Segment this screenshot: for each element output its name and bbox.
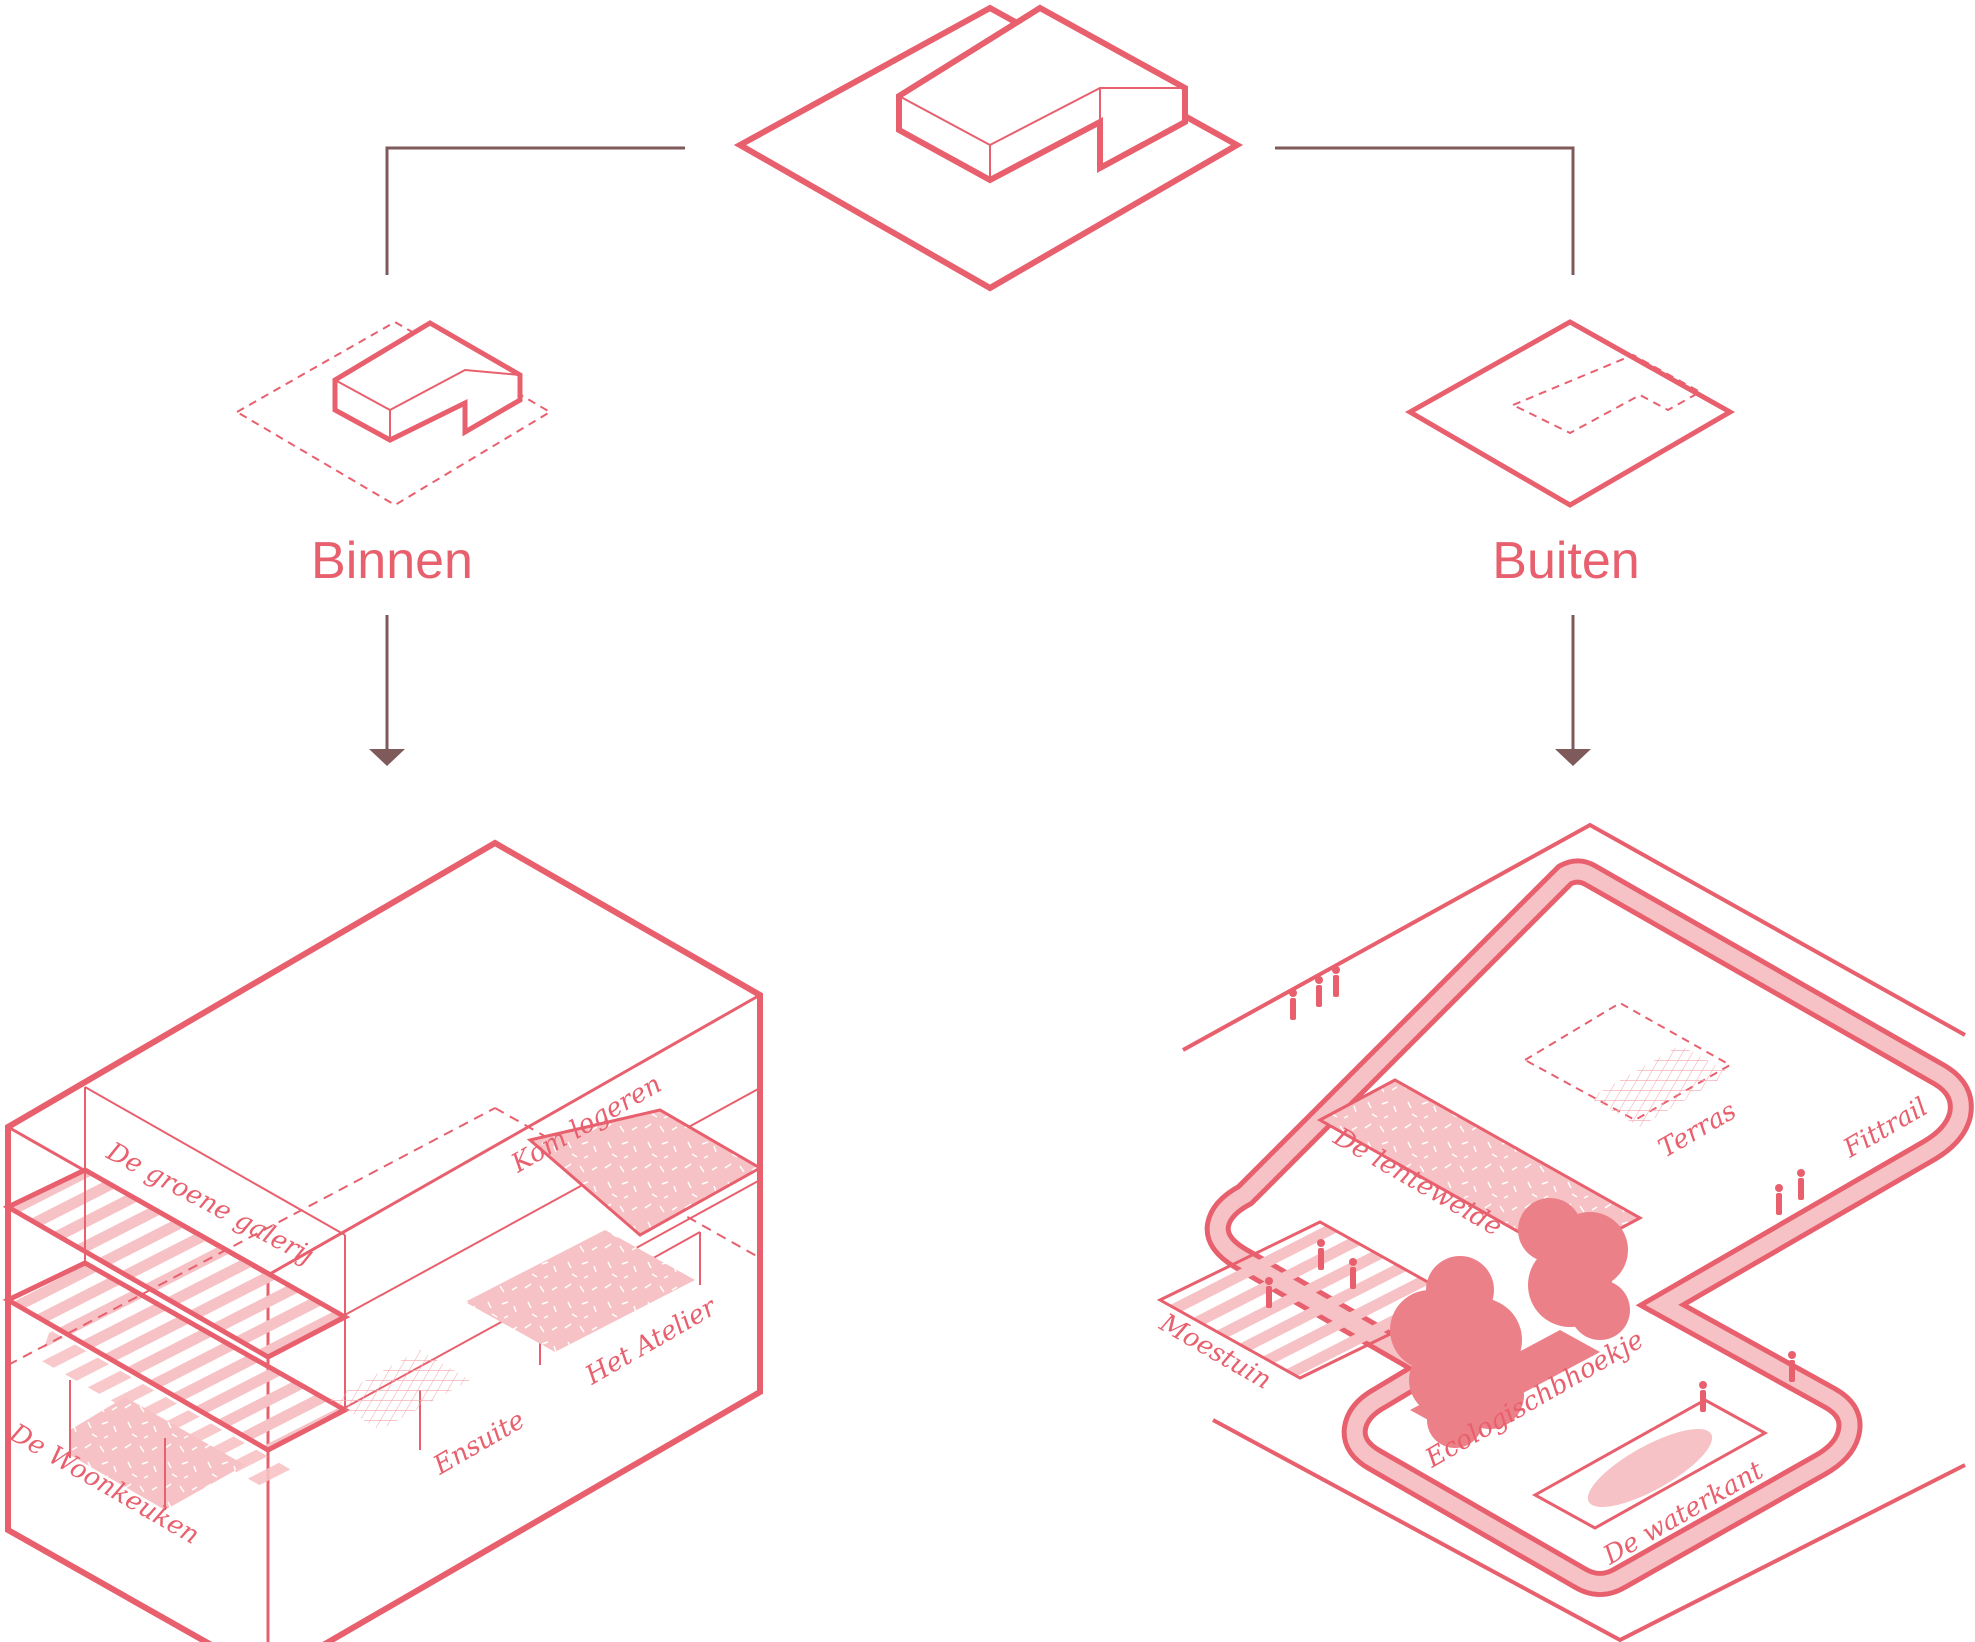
label-ensuite: Ensuite xyxy=(428,1405,530,1481)
binnen-title: Binnen xyxy=(311,532,473,590)
arrow-left-head xyxy=(369,749,405,766)
zone-ensuite xyxy=(330,1350,470,1430)
binnen-icon xyxy=(237,322,550,505)
buiten-title: Buiten xyxy=(1492,532,1639,590)
binnen-building: De groene galerij Kom logeren Het Atelie… xyxy=(4,843,760,1642)
site-overview xyxy=(740,8,1237,288)
arrow-right-head xyxy=(1555,749,1591,766)
connectors xyxy=(369,148,1591,766)
buiten-landscape: De lenteweide Terras Fittrail Moestuin E… xyxy=(1154,825,1965,1640)
connector-right xyxy=(1275,148,1573,275)
buiten-icon xyxy=(1410,322,1730,505)
connector-left xyxy=(387,148,685,275)
